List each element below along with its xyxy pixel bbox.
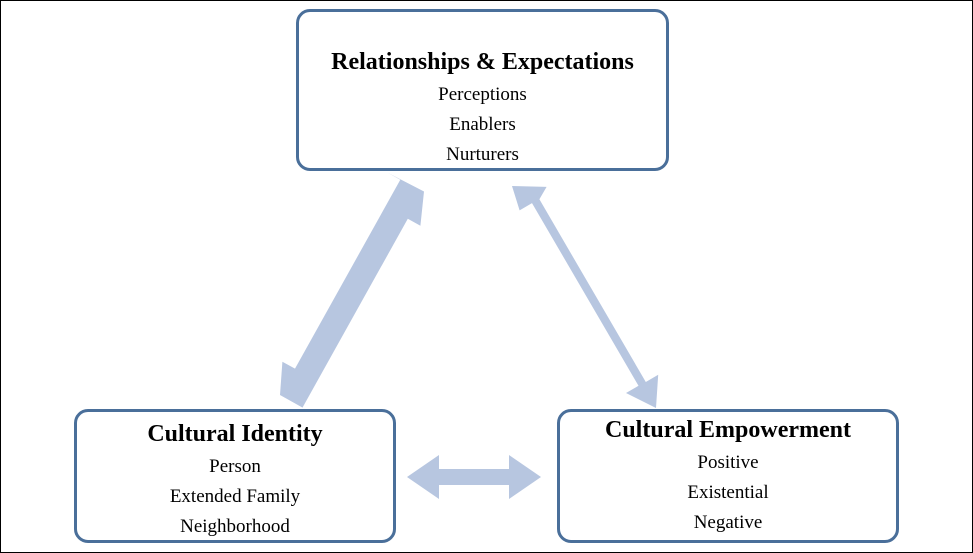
node-item: Nurturers <box>446 144 519 165</box>
node-title: Cultural Empowerment <box>605 417 851 443</box>
node-item: Negative <box>693 512 763 533</box>
node-item: Positive <box>697 452 759 473</box>
node-item: Existential <box>687 482 769 503</box>
node-item: Extended Family <box>169 486 301 507</box>
arrow-top-left <box>280 172 424 415</box>
cultural-empowerment-box: Cultural Empowerment Positive Existentia… <box>557 409 899 543</box>
node-item: Person <box>209 456 261 477</box>
node-title: Cultural Identity <box>147 421 323 447</box>
node-title: Relationships & Expectations <box>331 49 634 75</box>
arrow-top-right <box>512 186 659 408</box>
node-item: Enablers <box>449 114 516 135</box>
node-item: Perceptions <box>438 84 527 105</box>
relationships-expectations-box: Relationships & Expectations Perceptions… <box>296 9 669 171</box>
arrow-left-right <box>407 455 541 499</box>
node-item: Neighborhood <box>180 516 290 537</box>
cultural-identity-box: Cultural Identity Person Extended Family… <box>74 409 396 543</box>
